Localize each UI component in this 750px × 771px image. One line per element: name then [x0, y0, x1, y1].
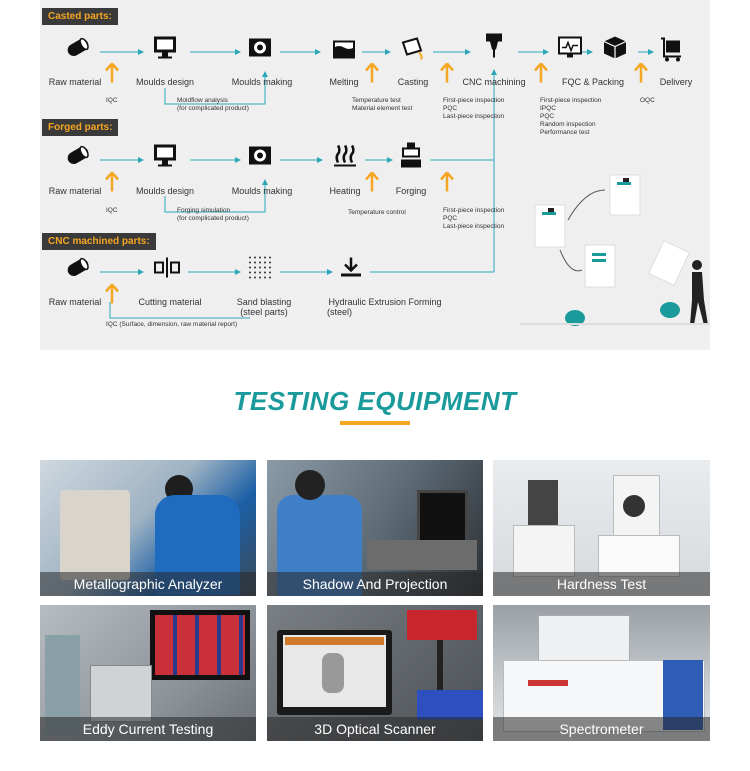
delivery-cart-icon [659, 37, 685, 68]
step-sand-blasting: Sand blasting [236, 297, 292, 307]
sand-blasting-icon [247, 255, 273, 286]
step-heating: Heating [329, 186, 361, 196]
inspection-illustration [520, 174, 710, 326]
note-fqc-4: Random inspection [540, 121, 596, 128]
cnc-machining-icon [483, 32, 505, 65]
raw-material-icon [63, 141, 93, 176]
photo-eddy-current-testing: Eddy Current Testing [40, 605, 256, 741]
step-casting: Casting [397, 77, 429, 87]
forged-parts-tag: Forged parts: [42, 119, 119, 136]
caption-metallographic-analyzer: Metallographic Analyzer [40, 572, 256, 596]
casted-parts-tag: Casted parts: [42, 8, 118, 25]
melting-pot-icon [331, 36, 357, 65]
inspection-up-arrow-icon [364, 62, 380, 89]
note-forging-2: PQC [443, 215, 458, 222]
caption-eddy-current-testing: Eddy Current Testing [40, 717, 256, 741]
note-fqc-3: PQC [540, 113, 555, 120]
title-underline [340, 421, 410, 425]
note-forging-3: Last-piece inspection [443, 223, 505, 230]
photo-spectrometer: Spectrometer [493, 605, 710, 741]
note-melting-2: Material element test [352, 105, 413, 112]
photo-3d-optical-scanner: 3D Optical Scanner [267, 605, 483, 741]
inspection-up-arrow-icon [533, 62, 549, 89]
step-raw-material: Raw material [48, 77, 102, 87]
section-title: TESTING EQUIPMENT [233, 386, 517, 416]
note-casting-1: First-piece inspection [443, 97, 505, 104]
note-sim-1: Forging simulation [177, 207, 231, 214]
caption-hardness-test: Hardness Test [493, 572, 710, 596]
note-iqc-cnc: IQC (Surface, dimension, raw material re… [106, 321, 238, 328]
cnc-parts-tag: CNC machined parts: [42, 233, 156, 250]
note-forging-1: First-piece inspection [443, 207, 505, 214]
step-raw-material: Raw material [48, 186, 102, 196]
extrusion-arrow-icon [339, 256, 363, 285]
gear-mould-icon [247, 143, 273, 174]
monitor-design-icon [152, 143, 178, 174]
caption-3d-optical-scanner: 3D Optical Scanner [267, 717, 483, 741]
caption-shadow-projection: Shadow And Projection [267, 572, 483, 596]
package-box-icon [602, 35, 628, 66]
cutting-icon [153, 257, 181, 284]
photo-shadow-projection: Shadow And Projection [267, 460, 483, 596]
note-casting-3: Last-piece inspection [443, 113, 505, 120]
step-hydraulic-extrusion: Hydraulic Extrusion Forming [328, 297, 442, 307]
step-cutting-material: Cutting material [138, 297, 202, 307]
monitor-design-icon [152, 35, 178, 66]
note-fqc-2: IPQC [540, 105, 556, 112]
note-moldflow-1: Moldflow analysis [177, 97, 228, 104]
step-moulds-design: Moulds design [135, 186, 195, 196]
step-melting: Melting [329, 77, 359, 87]
step-forging: Forging [395, 186, 427, 196]
step-fqc-packing: FQC & Packing [561, 77, 625, 87]
photo-hardness-test: Hardness Test [493, 460, 710, 596]
caption-spectrometer: Spectrometer [493, 717, 710, 741]
note-fqc-1: First-piece inspection [540, 97, 602, 104]
heating-flame-icon [332, 143, 358, 174]
step-hydraulic-sub: (steel) [327, 307, 353, 317]
process-flow-panel: Casted parts: Raw material Moulds design… [40, 0, 710, 350]
note-heating: Temperature control [348, 209, 406, 216]
inspection-up-arrow-icon [364, 171, 380, 198]
flow-connectors [100, 49, 654, 319]
inspection-up-arrow-icon [439, 171, 455, 198]
note-fqc-5: Performance test [540, 129, 590, 136]
forging-press-icon [398, 142, 424, 175]
step-moulds-making: Moulds making [231, 77, 293, 87]
inspection-up-arrow-icon [104, 171, 120, 198]
note-moldflow-2: (for complicated product) [177, 105, 249, 112]
note-melting-1: Temperature test [352, 97, 401, 104]
note-oqc: OQC [640, 97, 655, 104]
step-cnc-machining: CNC machining [462, 77, 526, 87]
step-delivery: Delivery [659, 77, 693, 87]
note-iqc-forged: IQC [106, 207, 118, 214]
inspection-up-arrow-icon [439, 62, 455, 89]
inspection-up-arrow-icon [633, 62, 649, 89]
note-iqc-casted: IQC [106, 97, 118, 104]
step-moulds-design: Moulds design [135, 77, 195, 87]
raw-material-icon [63, 33, 93, 68]
step-sand-blasting-sub: (steel parts) [240, 307, 288, 317]
inspection-up-arrow-icon [104, 283, 120, 310]
step-raw-material: Raw material [48, 297, 102, 307]
fqc-monitor-icon [557, 36, 583, 65]
step-moulds-making: Moulds making [231, 186, 293, 196]
inspection-up-arrow-icon [104, 62, 120, 89]
note-sim-2: (for complicated product) [177, 215, 249, 222]
casting-ladle-icon [399, 35, 427, 66]
raw-material-icon [63, 253, 93, 288]
note-casting-2: PQC [443, 105, 458, 112]
photo-metallographic-analyzer: Metallographic Analyzer [40, 460, 256, 596]
gear-mould-icon [247, 35, 273, 66]
